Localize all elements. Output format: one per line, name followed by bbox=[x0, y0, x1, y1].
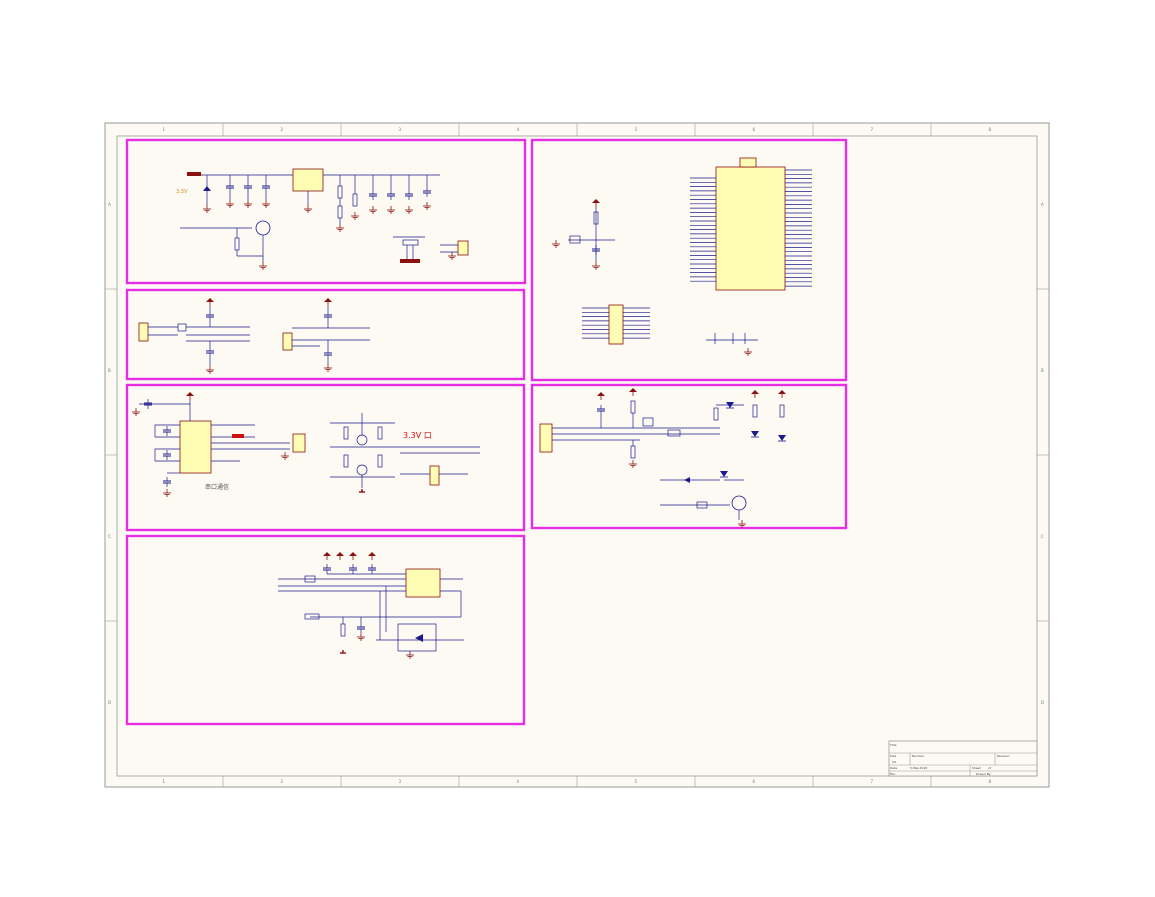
serial-comm-circuit: 串口通信 3.3V 口 bbox=[131, 391, 480, 497]
col-label-bottom-4: 4 bbox=[517, 779, 520, 784]
label-33v-header: 3.3V 口 bbox=[403, 431, 432, 440]
block-serial-comm[interactable] bbox=[125, 383, 526, 532]
col-label-top-7: 7 bbox=[871, 127, 874, 132]
col-label-bottom-6: 6 bbox=[753, 779, 756, 784]
zone-dividers bbox=[105, 123, 1049, 787]
row-label-right-D: D bbox=[1041, 700, 1044, 705]
serial-transceiver-ic[interactable] bbox=[179, 420, 212, 474]
block-mcu[interactable] bbox=[530, 138, 848, 382]
date-label: Date bbox=[890, 766, 897, 770]
date-value: 5-Mar-2018 bbox=[910, 766, 927, 770]
col-label-top-1: 1 bbox=[163, 127, 166, 132]
drawn-by-label: Drawn By: bbox=[976, 772, 991, 776]
number-label: Number bbox=[912, 754, 925, 758]
power-supply-circuit: 3.3V bbox=[176, 168, 469, 270]
row-label-right-C: C bbox=[1041, 534, 1044, 539]
label-serial-comm: 串口通信 bbox=[205, 483, 229, 491]
col-label-bottom-3: 3 bbox=[399, 779, 402, 784]
block-oscillator[interactable] bbox=[125, 288, 526, 381]
label-33v: 3.3V bbox=[176, 189, 188, 195]
block-power-supply[interactable] bbox=[125, 138, 527, 285]
size-value: A4 bbox=[892, 760, 896, 764]
sheet-of-label: of bbox=[988, 766, 992, 770]
col-label-bottom-5: 5 bbox=[635, 779, 638, 784]
usb-connector[interactable] bbox=[539, 423, 553, 453]
driver-ic[interactable] bbox=[405, 568, 441, 598]
block-driver[interactable] bbox=[125, 534, 526, 726]
mcu-circuit bbox=[551, 157, 812, 356]
title-block: Title Size A4 Number Revision Date 5-Mar… bbox=[888, 740, 1038, 777]
regulator-ic[interactable] bbox=[292, 168, 324, 192]
row-label-right-A: A bbox=[1041, 202, 1044, 207]
jtag-header[interactable] bbox=[608, 304, 624, 345]
col-label-bottom-8: 8 bbox=[989, 779, 992, 784]
block-indicator[interactable] bbox=[530, 383, 848, 530]
size-label: Size bbox=[890, 754, 896, 758]
sheet-background bbox=[104, 122, 1050, 788]
col-label-top-3: 3 bbox=[399, 127, 402, 132]
sheet-label: Sheet bbox=[972, 766, 981, 770]
col-label-bottom-1: 1 bbox=[163, 779, 166, 784]
col-label-top-8: 8 bbox=[989, 127, 992, 132]
row-label-left-A: A bbox=[108, 202, 111, 207]
col-label-top-5: 5 bbox=[635, 127, 638, 132]
oscillator-circuit bbox=[138, 297, 370, 374]
microcontroller-chip[interactable] bbox=[715, 166, 786, 291]
row-label-left-D: D bbox=[108, 700, 111, 705]
row-label-left-B: B bbox=[108, 368, 111, 373]
col-label-top-2: 2 bbox=[281, 127, 284, 132]
row-label-right-B: B bbox=[1041, 368, 1044, 373]
col-label-top-4: 4 bbox=[517, 127, 520, 132]
file-label: File bbox=[890, 772, 895, 776]
driver-circuit bbox=[278, 551, 464, 659]
row-label-left-C: C bbox=[108, 534, 111, 539]
title-label: Title bbox=[889, 743, 897, 747]
indicator-circuit bbox=[539, 387, 787, 528]
col-label-bottom-7: 7 bbox=[871, 779, 874, 784]
revision-label: Revision bbox=[997, 754, 1010, 758]
col-label-bottom-2: 2 bbox=[281, 779, 284, 784]
col-label-top-6: 6 bbox=[753, 127, 756, 132]
